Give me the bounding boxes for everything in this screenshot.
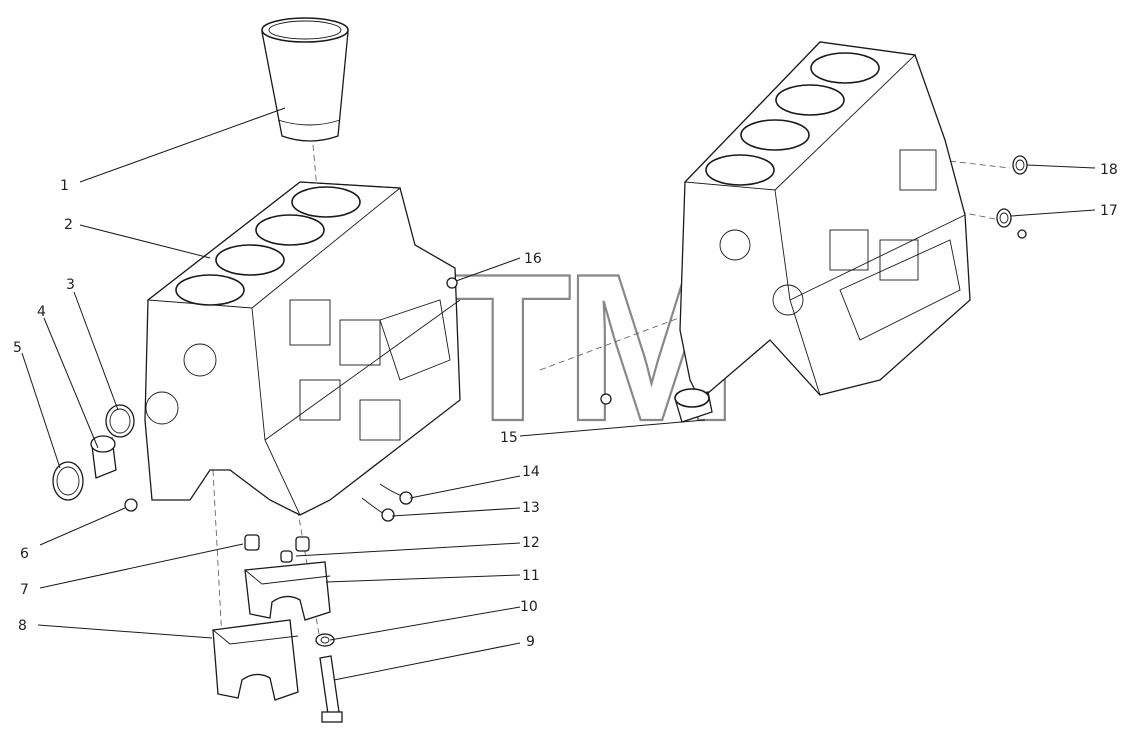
callout-13: 13 [522, 500, 540, 516]
seal-ring-3 [105, 404, 135, 438]
callout-15: 15 [500, 430, 518, 446]
callout-8: 8 [18, 618, 27, 634]
callout-7: 7 [20, 582, 29, 598]
bushing-4 [90, 435, 117, 479]
bearing-cap-8 [212, 619, 299, 701]
dowel-7 [244, 534, 260, 551]
callout-3: 3 [66, 277, 75, 293]
seal-18 [1012, 155, 1028, 175]
callout-9: 9 [526, 634, 535, 650]
seal-17 [996, 208, 1012, 228]
washer-10 [315, 633, 335, 647]
pipe-14 [379, 483, 413, 505]
bearing-cap-11 [244, 561, 331, 621]
nut-center [600, 393, 612, 405]
callout-16: 16 [524, 251, 542, 267]
leader-lines [21, 107, 1096, 681]
plug-16 [446, 277, 458, 289]
callout-4: 4 [37, 304, 46, 320]
dowel-12b [280, 550, 293, 563]
bolt-9 [319, 655, 343, 723]
callout-2: 2 [64, 217, 73, 233]
plug-17b [1017, 229, 1027, 239]
callout-14: 14 [522, 464, 540, 480]
bushing [674, 388, 713, 423]
dowel-12 [295, 536, 310, 552]
engine-block-front [144, 181, 461, 516]
callouts: 1 2 3 4 5 6 7 8 9 10 11 12 13 14 15 16 1… [13, 162, 1118, 650]
nut-6 [124, 498, 138, 512]
engine-block-rear [679, 41, 971, 402]
pipe-13 [361, 497, 395, 522]
seal-ring-5 [52, 461, 84, 501]
cylinder-liner [261, 17, 349, 142]
callout-6: 6 [20, 546, 29, 562]
callout-18: 18 [1100, 162, 1118, 178]
callout-10: 10 [520, 599, 538, 615]
callout-11: 11 [522, 568, 540, 584]
callout-17: 17 [1100, 203, 1118, 219]
callout-1: 1 [60, 178, 69, 194]
callout-12: 12 [522, 535, 540, 551]
callout-5: 5 [13, 340, 22, 356]
